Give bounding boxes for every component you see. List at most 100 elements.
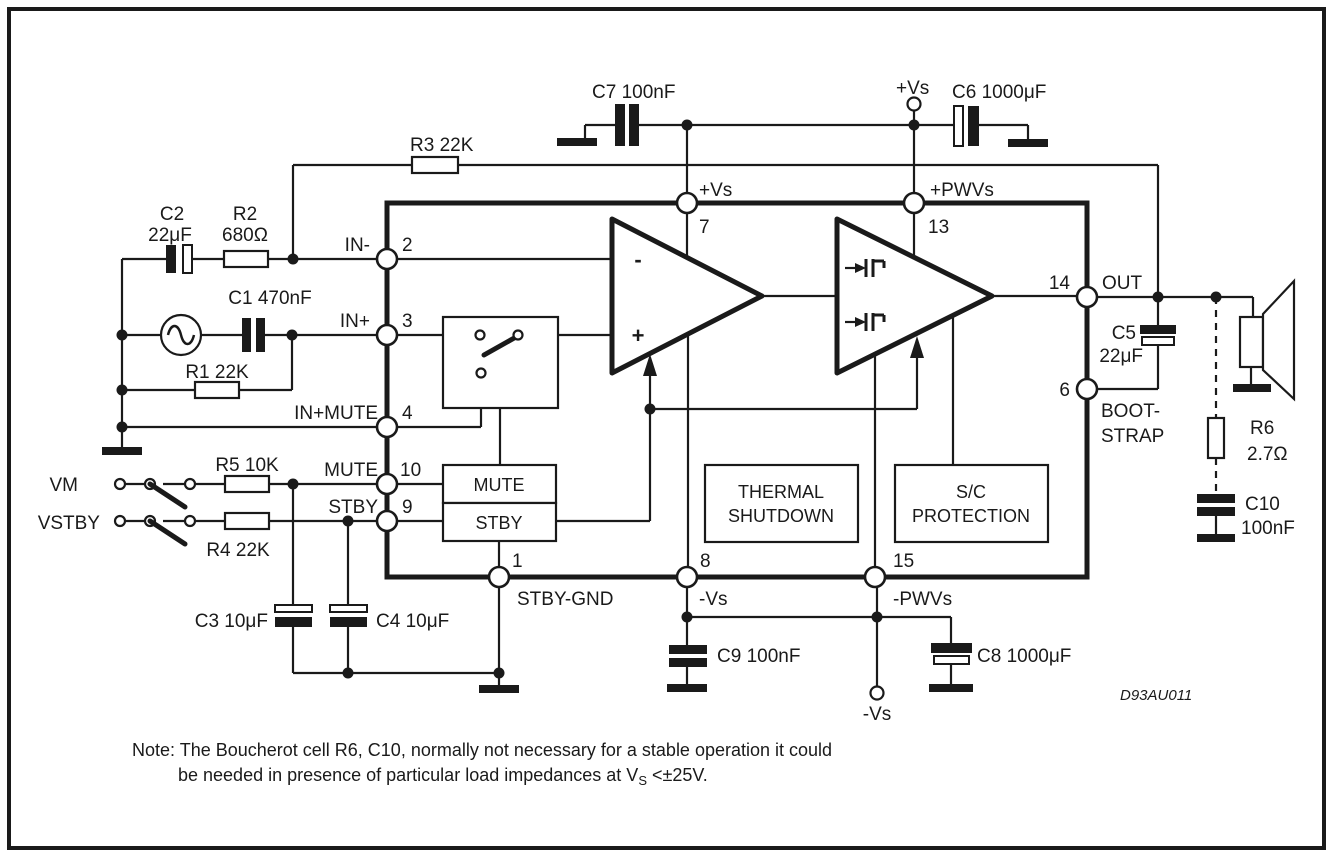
label-pin1-num: 1	[512, 551, 523, 572]
note-line2-pre: be needed in presence of particular load…	[178, 765, 638, 785]
note-line1: Note: The Boucherot cell R6, C10, normal…	[132, 740, 832, 760]
opamp1-triangle	[609, 216, 765, 376]
label-c1: C1 470nF	[228, 288, 311, 309]
label-c10-value: 100nF	[1241, 518, 1295, 539]
ground-icons	[102, 138, 1271, 693]
label-c4: C4 10μF	[376, 611, 449, 632]
label-vs-minus-terminal: -Vs	[863, 704, 892, 725]
wires	[120, 111, 1255, 686]
label-opamp-plus: +	[632, 323, 645, 348]
capacitor-c6	[953, 105, 979, 147]
resistor-r2	[222, 249, 270, 269]
pin-9-stby	[375, 509, 399, 533]
label-pin7-name: +Vs	[699, 180, 732, 201]
label-c7: C7 100nF	[592, 82, 675, 103]
label-pin6-num: 6	[1059, 380, 1070, 401]
mosfet-icon-upper	[845, 259, 886, 277]
label-pin2-name: IN-	[345, 235, 370, 256]
stby-control-arrow-amp1	[643, 354, 657, 376]
capacitor-c4	[329, 604, 368, 627]
label-pin10-name: MUTE	[324, 460, 378, 481]
label-c9: C9 100nF	[717, 646, 800, 667]
label-r6-name: R6	[1250, 418, 1274, 439]
label-pin15-name: -PWVs	[893, 589, 952, 610]
vs-plus-terminal	[906, 96, 922, 112]
label-c10-name: C10	[1245, 494, 1280, 515]
pin-14-out	[1075, 285, 1099, 309]
sc-protection-block	[893, 463, 1050, 544]
mosfet-icon-lower	[845, 313, 886, 331]
label-pin15-num: 15	[893, 551, 914, 572]
label-r4: R4 22K	[206, 540, 270, 561]
label-pin4-num: 4	[402, 403, 413, 424]
label-sc-line1: S/C	[956, 482, 986, 502]
label-pin3-num: 3	[402, 311, 413, 332]
pin-13-pwvs-plus	[902, 191, 926, 215]
pin-3-in-plus	[375, 323, 399, 347]
pin-8-vs-minus	[675, 565, 699, 589]
input-mute-switch	[441, 315, 560, 410]
ic-pins	[375, 191, 1099, 589]
vstby-switch	[113, 514, 197, 547]
resistor-r3	[410, 155, 460, 175]
stby-control-arrow-amp2	[910, 336, 924, 358]
label-pin14-name: OUT	[1102, 273, 1143, 294]
label-vstby: VSTBY	[38, 513, 101, 534]
label-pin3-name: IN+	[340, 311, 370, 332]
capacitor-c2	[166, 244, 193, 274]
labels: C7 100nF +Vs C6 1000μF R3 22K C2 22μF R2…	[38, 78, 1295, 788]
label-r6-value: 2.7Ω	[1247, 444, 1288, 465]
label-vm: VM	[50, 475, 79, 496]
capacitor-c7	[615, 104, 639, 146]
pin-7-vs-plus	[675, 191, 699, 215]
note-line2: be needed in presence of particular load…	[178, 765, 708, 788]
vs-minus-terminal	[869, 685, 885, 701]
label-pin2-num: 2	[402, 235, 413, 256]
label-pin1-name: STBY-GND	[517, 589, 613, 610]
label-opamp-minus: -	[634, 247, 641, 272]
note-line2-post: <±25V.	[647, 765, 708, 785]
vm-switch	[113, 477, 197, 510]
label-c3: C3 10μF	[195, 611, 268, 632]
label-pin10-num: 10	[400, 460, 421, 481]
resistor-r4	[223, 511, 271, 531]
label-pin8-name: -Vs	[699, 589, 728, 610]
label-r2-value: 680Ω	[222, 225, 268, 246]
speaker-icon	[1238, 278, 1296, 402]
capacitor-c1	[242, 318, 265, 352]
resistor-r6	[1206, 416, 1226, 460]
signal-source-icon	[159, 313, 203, 357]
label-pin14-num: 14	[1049, 273, 1071, 294]
label-vs-plus-terminal: +Vs	[896, 78, 929, 99]
label-r5: R5 10K	[215, 455, 279, 476]
note-line2-sub: S	[638, 773, 647, 788]
resistor-r5	[223, 474, 271, 494]
pin-1-stby-gnd	[487, 565, 511, 589]
pin-6-bootstrap	[1075, 377, 1099, 401]
junction-dots	[116, 119, 1222, 679]
resistor-r1	[193, 380, 241, 400]
label-pin9-num: 9	[402, 497, 413, 518]
label-thermal-line2: SHUTDOWN	[728, 506, 834, 526]
stby-block	[441, 501, 558, 543]
pin-2-in-minus	[375, 247, 399, 271]
thermal-shutdown-block	[703, 463, 860, 544]
label-thermal-line1: THERMAL	[738, 482, 824, 502]
label-c5-value: 22μF	[1099, 346, 1143, 367]
label-pin6-name-line2: STRAP	[1101, 426, 1164, 447]
label-pin13-num: 13	[928, 217, 949, 238]
capacitor-c9	[669, 645, 707, 667]
label-stby-block: STBY	[475, 513, 522, 533]
label-r3: R3 22K	[410, 135, 474, 156]
label-pin9-name: STBY	[328, 497, 378, 518]
label-pin6-name-line1: BOOT-	[1101, 401, 1160, 422]
label-mute-block: MUTE	[474, 475, 525, 495]
label-pin4-name: IN+MUTE	[294, 403, 378, 424]
frame-border	[7, 7, 1326, 850]
label-pin7-num: 7	[699, 217, 710, 238]
label-c6: C6 1000μF	[952, 82, 1046, 103]
label-c8: C8 1000μF	[977, 646, 1071, 667]
label-c5-name: C5	[1112, 323, 1136, 344]
pin-15-pwvs-minus	[863, 565, 887, 589]
